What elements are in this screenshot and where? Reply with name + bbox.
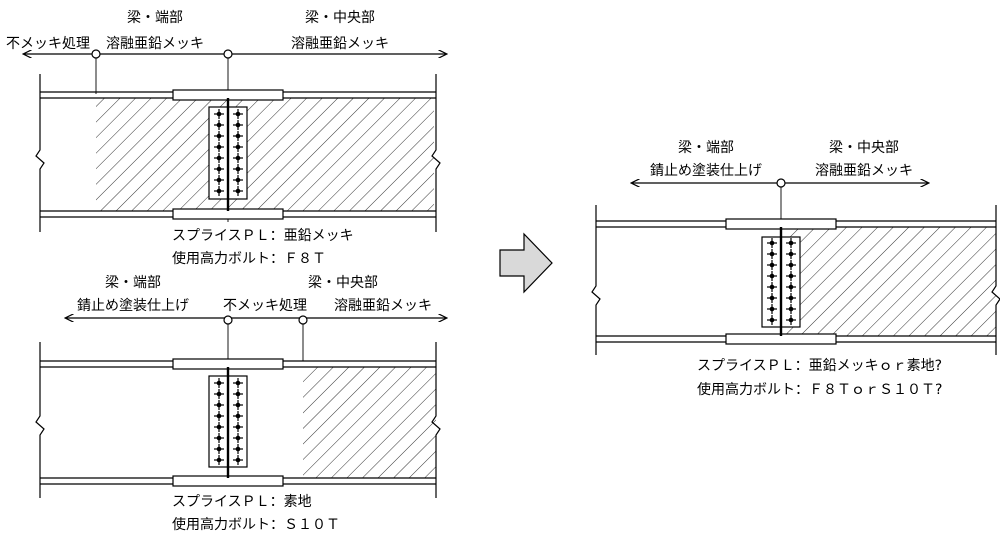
bolt-icon bbox=[233, 186, 243, 196]
label-beam-end-title: 梁・端部 bbox=[678, 140, 734, 156]
bolt-group bbox=[214, 109, 243, 196]
break-line-right bbox=[431, 342, 441, 498]
bolt-icon bbox=[214, 422, 224, 432]
bolt-icon bbox=[786, 293, 796, 303]
bolt-icon bbox=[214, 444, 224, 454]
bolt-icon bbox=[233, 411, 243, 421]
bolt-spec: 使用高力ボルト：Ｆ８ＴｏｒＳ１０Ｔ? bbox=[697, 381, 942, 398]
galvanized-zone bbox=[96, 98, 434, 211]
bolt-spec: 使用高力ボルト：Ｓ１０Ｔ bbox=[172, 516, 340, 533]
boundary-marker-center bbox=[223, 49, 233, 59]
bolt-icon bbox=[233, 164, 243, 174]
boundary-marker-right bbox=[298, 315, 308, 325]
bolt-icon bbox=[214, 433, 224, 443]
label-beam-end-title: 梁・端部 bbox=[105, 275, 161, 291]
bolt-icon bbox=[214, 120, 224, 130]
break-line-right bbox=[991, 205, 1000, 355]
label-no-plating: 不メッキ処理 bbox=[6, 36, 90, 52]
label-beam-center-title: 梁・中央部 bbox=[305, 10, 375, 26]
bolt-icon bbox=[786, 315, 796, 325]
label-beam-end-finish: 溶融亜鉛メッキ bbox=[106, 36, 204, 52]
bolt-icon bbox=[767, 260, 777, 270]
bolt-icon bbox=[767, 315, 777, 325]
bolt-icon bbox=[214, 164, 224, 174]
bolt-icon bbox=[233, 389, 243, 399]
bolt-icon bbox=[767, 293, 777, 303]
bolt-icon bbox=[786, 271, 796, 281]
bolt-group bbox=[767, 238, 796, 325]
boundary-marker-left bbox=[91, 49, 101, 59]
bolt-icon bbox=[786, 282, 796, 292]
label-beam-center-finish: 溶融亜鉛メッキ bbox=[815, 163, 913, 179]
break-line-right bbox=[431, 74, 441, 232]
diagram-a: 不メッキ処理 梁・端部 溶融亜鉛メッキ 梁・中央部 溶融亜鉛メッキ スプライスＰ… bbox=[6, 10, 446, 267]
bolt-icon bbox=[214, 400, 224, 410]
splice-plate-spec: スプライスＰＬ：亜鉛メッキｏｒ素地? bbox=[697, 358, 942, 374]
bolt-icon bbox=[786, 238, 796, 248]
bolt-icon bbox=[214, 455, 224, 465]
bolt-icon bbox=[233, 109, 243, 119]
bolt-icon bbox=[233, 378, 243, 388]
label-beam-center-finish: 溶融亜鉛メッキ bbox=[334, 298, 432, 314]
bolt-icon bbox=[233, 444, 243, 454]
label-beam-center-title: 梁・中央部 bbox=[829, 140, 899, 156]
bolt-spec: 使用高力ボルト：Ｆ８Ｔ bbox=[172, 250, 326, 267]
boundary-marker-center bbox=[776, 178, 786, 188]
label-beam-end-title: 梁・端部 bbox=[127, 10, 183, 26]
bolt-icon bbox=[214, 109, 224, 119]
bolt-icon bbox=[214, 378, 224, 388]
bolt-icon bbox=[767, 282, 777, 292]
bolt-icon bbox=[233, 142, 243, 152]
break-line-left bbox=[35, 74, 45, 232]
bolt-icon bbox=[233, 175, 243, 185]
bolt-icon bbox=[767, 249, 777, 259]
bolt-icon bbox=[214, 389, 224, 399]
bolt-icon bbox=[767, 238, 777, 248]
splice-plate-spec: スプライスＰＬ：素地 bbox=[172, 494, 312, 510]
bolt-icon bbox=[214, 153, 224, 163]
label-no-plating: 不メッキ処理 bbox=[223, 298, 307, 314]
bolt-icon bbox=[767, 304, 777, 314]
bolt-icon bbox=[786, 260, 796, 270]
label-beam-center-finish: 溶融亜鉛メッキ bbox=[291, 36, 389, 52]
break-line-left bbox=[591, 205, 601, 355]
break-line-left bbox=[35, 342, 45, 498]
right-arrow-icon bbox=[499, 232, 553, 294]
diagram-b: 梁・端部 錆止め塗装仕上げ 不メッキ処理 梁・中央部 溶融亜鉛メッキ スプライス… bbox=[35, 275, 446, 533]
bolt-icon bbox=[214, 175, 224, 185]
bolt-icon bbox=[214, 411, 224, 421]
label-beam-center-title: 梁・中央部 bbox=[308, 275, 378, 291]
bolt-icon bbox=[233, 120, 243, 130]
splice-plate-spec: スプライスＰＬ：亜鉛メッキ bbox=[172, 228, 354, 244]
diagram-c: 梁・端部 錆止め塗装仕上げ 梁・中央部 溶融亜鉛メッキ スプライスＰＬ：亜鉛メッ… bbox=[591, 140, 1000, 398]
galvanized-zone bbox=[781, 227, 996, 336]
bolt-icon bbox=[233, 153, 243, 163]
bolt-icon bbox=[233, 433, 243, 443]
bolt-icon bbox=[233, 422, 243, 432]
bolt-icon bbox=[786, 304, 796, 314]
boundary-marker-center bbox=[223, 315, 233, 325]
bolt-icon bbox=[786, 249, 796, 259]
bolt-icon bbox=[233, 455, 243, 465]
galvanized-zone bbox=[303, 367, 436, 478]
bolt-icon bbox=[214, 142, 224, 152]
bolt-icon bbox=[767, 271, 777, 281]
bolt-icon bbox=[214, 186, 224, 196]
bolt-group bbox=[214, 378, 243, 465]
bolt-icon bbox=[214, 131, 224, 141]
bolt-icon bbox=[233, 131, 243, 141]
label-beam-end-finish: 錆止め塗装仕上げ bbox=[650, 162, 762, 179]
label-beam-end-finish: 錆止め塗装仕上げ bbox=[77, 297, 189, 314]
bolt-icon bbox=[233, 400, 243, 410]
